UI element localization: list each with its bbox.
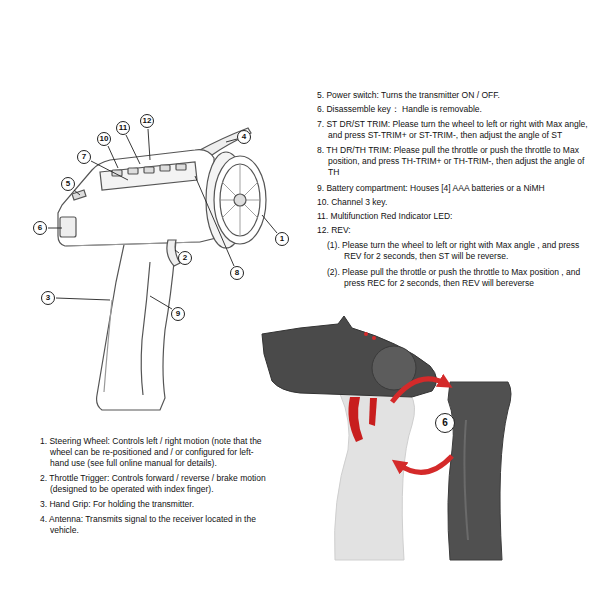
description-text: 11. Multifunction Red Indicator LED: [317, 211, 593, 222]
callout-number: 7 [77, 150, 91, 164]
description-text: 1. Steering Wheel: Controls left / right… [40, 436, 268, 469]
head-seam [66, 242, 200, 246]
callout-number: 11 [116, 121, 130, 135]
grip-contour [464, 420, 468, 540]
handle-photo [262, 316, 511, 560]
callout-text: 10 [100, 135, 109, 143]
leader-line [175, 250, 179, 253]
transmitter-head [58, 150, 216, 246]
throttle-trigger [167, 240, 180, 266]
leader-line [226, 139, 237, 142]
front-key [60, 217, 76, 237]
indicator-led [372, 336, 376, 340]
leader-line [262, 215, 277, 233]
description-text: 12. REV: [317, 225, 593, 236]
callout-text: 12 [143, 117, 152, 125]
description-text: 9. Battery compartment: Houses [4] AAA b… [317, 183, 593, 194]
button-panel [100, 162, 197, 190]
callout-number: 12 [140, 114, 155, 129]
leader-line [195, 176, 234, 266]
description-text: 6. Disassemble key： Handle is removable. [317, 104, 593, 115]
callout-text: 5 [66, 180, 70, 188]
button [144, 167, 154, 173]
button [128, 168, 138, 174]
description-text: 2. Throttle Trigger: Controls forward / … [40, 473, 268, 495]
wheel-hub [234, 194, 246, 206]
callout-text: 7 [82, 153, 86, 161]
description-text: 8. TH DR/TH TRIM: Please pull the thrott… [317, 145, 593, 178]
description-text: 4. Antenna: Transmits signal to the rece… [40, 514, 268, 536]
description-text: (1). Please turn the wheel to left or ri… [317, 240, 593, 262]
callout-number: 10 [97, 132, 112, 147]
description-text: 3. Hand Grip: For holding the transmitte… [40, 499, 268, 510]
callout-number: 5 [61, 177, 75, 191]
red-trigger [348, 397, 363, 442]
wheel-rim [220, 164, 260, 236]
callout-text: 6 [38, 224, 42, 232]
description-text: (2). Please pull the throttle or push th… [317, 267, 593, 289]
button [160, 165, 170, 171]
leader-line [150, 296, 172, 309]
dark-grip [448, 382, 511, 560]
leader-line [91, 161, 128, 180]
button [176, 164, 186, 170]
callout-text: 3 [46, 294, 50, 302]
callout-number: 4 [237, 130, 251, 144]
leader-line [108, 146, 118, 168]
swap-arrow [392, 379, 446, 402]
callout-number: 8 [230, 266, 244, 280]
power-switch [72, 190, 86, 200]
leader-line [126, 135, 140, 164]
callout-text: 4 [242, 133, 246, 141]
leader-lines [48, 129, 277, 309]
antenna [200, 128, 251, 155]
light-grip [335, 394, 415, 560]
leader-line [74, 190, 80, 195]
callout-text: 6 [442, 418, 448, 428]
transmitter-outline [58, 128, 266, 410]
leader-line [56, 298, 110, 300]
callout-number: 9 [171, 307, 185, 321]
steering-wheel [214, 156, 266, 244]
wheel-spokes [220, 165, 260, 235]
indicator-led [364, 332, 368, 336]
callout-number: 6 [33, 221, 47, 235]
leader-line [48, 228, 62, 229]
callout-number: 6 [435, 413, 455, 433]
text-column: 1. Steering Wheel: Controls left / right… [40, 436, 268, 536]
leader-line [148, 129, 150, 160]
callout-number: 1 [275, 232, 289, 246]
callout-text: 8 [235, 269, 239, 277]
swap-arrow [398, 456, 452, 472]
callout-text: 1 [280, 235, 284, 243]
text-column: 5. Power switch: Turns the transmitter O… [317, 90, 593, 289]
battery-door-line [141, 262, 150, 395]
grip-contour [104, 300, 112, 392]
description-text: 10. Channel 3 key. [317, 197, 593, 208]
callout-text: 11 [119, 124, 127, 132]
callout-text: 2 [183, 254, 187, 262]
hand-grip [97, 240, 176, 410]
description-text: 5. Power switch: Turns the transmitter O… [317, 90, 593, 101]
red-trigger-brace [369, 398, 377, 426]
callout-number: 3 [41, 291, 55, 305]
callout-text: 9 [176, 310, 180, 318]
callout-number: 2 [178, 251, 192, 265]
description-text: 7. ST DR/ST TRIM: Please turn the wheel … [317, 119, 593, 141]
